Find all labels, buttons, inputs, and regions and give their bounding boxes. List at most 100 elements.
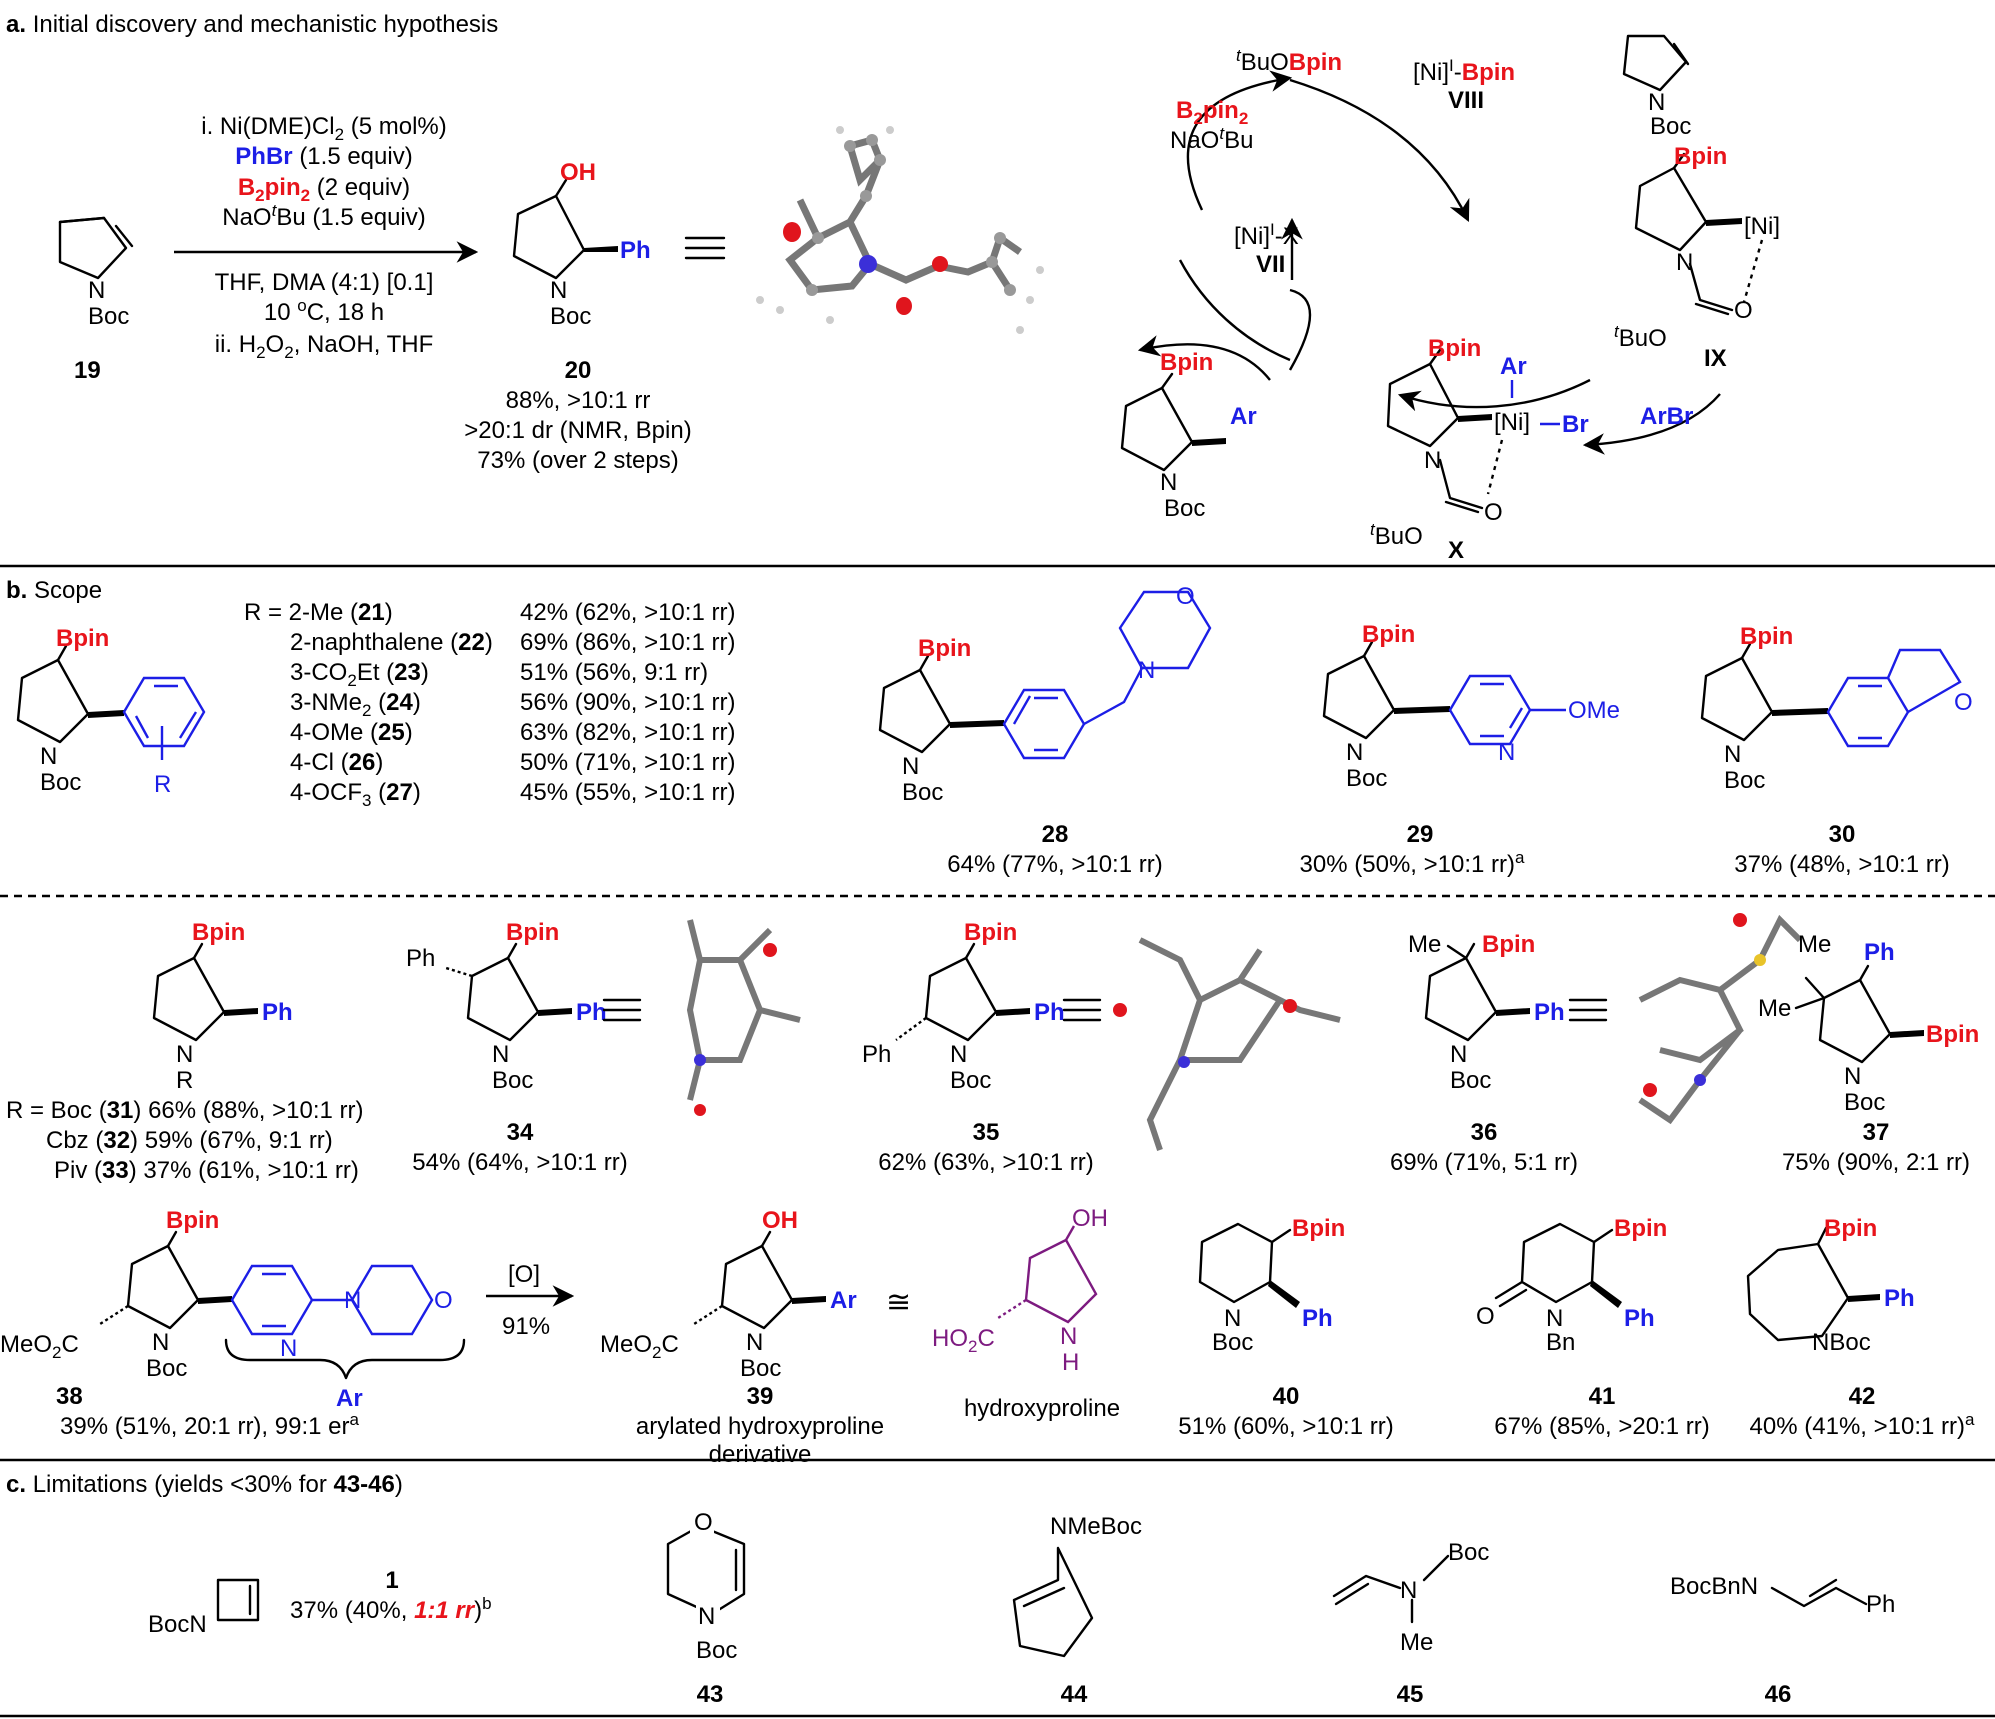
svg-text:67% (85%, >20:1 rr): 67% (85%, >20:1 rr) <box>1494 1413 1709 1440</box>
compound-label-1: 1 <box>385 1567 398 1594</box>
intermediate-label-ix: IX <box>1704 345 1727 372</box>
svg-text:NBoc: NBoc <box>1812 1329 1871 1356</box>
svg-text:Boc: Boc <box>696 1637 737 1664</box>
svg-text:R: R <box>176 1067 193 1094</box>
catalytic-cycle: [Ni]I-Bpin VIII tBuOBpin B2pin2 NaOtBu [… <box>1120 34 1780 564</box>
svg-text:54% (64%, >10:1 rr): 54% (64%, >10:1 rr) <box>412 1149 627 1176</box>
svg-text:Boc: Boc <box>146 1355 187 1382</box>
molecule-44: NMeBoc 44 <box>1012 1513 1142 1708</box>
svg-text:PhBr (1.5 equiv): PhBr (1.5 equiv) <box>235 143 412 170</box>
panel-c: c. Limitations (yields <30% for 43-46) B… <box>6 1471 1895 1708</box>
svg-text:B2pin2: B2pin2 <box>1176 97 1248 128</box>
svg-text:Bpin: Bpin <box>918 635 971 662</box>
panel-c-letter: c. <box>6 1471 26 1498</box>
svg-text:N: N <box>344 1287 361 1314</box>
compound-label-41: 41 <box>1589 1383 1616 1410</box>
svg-text:Ph: Ph <box>576 999 607 1026</box>
panel-a: a. Initial discovery and mechanistic hyp… <box>6 11 1780 564</box>
svg-text:Ph: Ph <box>1034 999 1065 1026</box>
svg-text:N: N <box>1676 249 1693 276</box>
svg-text:Bpin: Bpin <box>1160 349 1213 376</box>
svg-text:64% (77%, >10:1 rr): 64% (77%, >10:1 rr) <box>947 851 1162 878</box>
r-substituent-list: R = 2-Me (21) 42% (62%, >10:1 rr) 2-naph… <box>244 599 735 810</box>
svg-text:Boc: Boc <box>1346 765 1387 792</box>
svg-text:Boc: Boc <box>1724 767 1765 794</box>
atom-n: N <box>88 277 105 304</box>
compound-label-39: 39 <box>747 1383 774 1410</box>
svg-text:63% (82%, >10:1 rr): 63% (82%, >10:1 rr) <box>520 719 735 746</box>
molecule-40: Bpin Ph N Boc 40 51% (60%, >10:1 rr) <box>1178 1215 1393 1440</box>
svg-text:Bpin: Bpin <box>1362 621 1415 648</box>
svg-text:Bn: Bn <box>1546 1329 1575 1356</box>
svg-text:Ph: Ph <box>1884 1285 1915 1312</box>
svg-text:N: N <box>1160 469 1177 496</box>
atom-oh: OH <box>560 159 596 186</box>
svg-text:42% (62%, >10:1 rr): 42% (62%, >10:1 rr) <box>520 599 735 626</box>
compound-label-42: 42 <box>1849 1383 1876 1410</box>
svg-text:Me: Me <box>1798 931 1831 958</box>
svg-text:56% (90%, >10:1 rr): 56% (90%, >10:1 rr) <box>520 689 735 716</box>
svg-text:NMeBoc: NMeBoc <box>1050 1513 1142 1540</box>
compound-label-44: 44 <box>1061 1681 1088 1708</box>
svg-text:[Ni]I-Bpin: [Ni]I-Bpin <box>1413 56 1515 86</box>
equivalent-sign <box>684 236 726 260</box>
svg-text:Boc: Boc <box>1650 113 1691 140</box>
svg-text:R = 2-Me (21): R = 2-Me (21) <box>244 599 393 626</box>
svg-text:N: N <box>1346 739 1363 766</box>
intermediate-x: Bpin Ar [Ni] Br N O tBuO X <box>1370 335 1589 564</box>
svg-text:Ar: Ar <box>1500 353 1527 380</box>
svg-text:Bpin: Bpin <box>1740 623 1793 650</box>
svg-text:N: N <box>1648 89 1665 116</box>
molecule-43: O N Boc 43 <box>666 1508 746 1708</box>
svg-text:B2pin2 (2 equiv): B2pin2 (2 equiv) <box>238 174 410 205</box>
svg-text:Boc: Boc <box>1164 495 1205 522</box>
svg-text:Bpin: Bpin <box>192 919 245 946</box>
svg-text:BocBnN: BocBnN <box>1670 1573 1758 1600</box>
molecule-29: Bpin N Boc N OMe 29 30% (50%, >10:1 rr)a <box>1300 621 1620 878</box>
svg-text:Ar: Ar <box>1230 403 1257 430</box>
svg-text:N: N <box>1546 1305 1563 1332</box>
svg-text:N: N <box>1498 739 1515 766</box>
svg-text:[Ni]I-X: [Ni]I-X <box>1234 220 1299 250</box>
intermediate-label-viii: VIII <box>1448 87 1484 114</box>
svg-text:Bpin: Bpin <box>166 1207 219 1234</box>
compound-label-43: 43 <box>697 1681 724 1708</box>
svg-text:OH: OH <box>1072 1205 1108 1232</box>
svg-text:Bpin: Bpin <box>1614 1215 1667 1242</box>
svg-text:O: O <box>1954 689 1973 716</box>
svg-text:Bpin: Bpin <box>56 625 109 652</box>
svg-text:i. Ni(DME)Cl2 (5 mol%): i. Ni(DME)Cl2 (5 mol%) <box>201 113 446 144</box>
compound-label-35: 35 <box>973 1119 1000 1146</box>
svg-text:73% (over 2 steps): 73% (over 2 steps) <box>477 447 678 474</box>
svg-text:N: N <box>1424 447 1441 474</box>
svg-text:Br: Br <box>1562 411 1589 438</box>
molecule-46: BocBnN Ph 46 <box>1670 1573 1895 1708</box>
panel-b-letter: b. <box>6 577 27 604</box>
svg-text:75% (90%, 2:1 rr): 75% (90%, 2:1 rr) <box>1782 1149 1970 1176</box>
compound-label-46: 46 <box>1765 1681 1792 1708</box>
panel-b: b. Scope Bpin N Boc R R = 2-Me (21) 42% … <box>0 577 1995 1468</box>
svg-text:O: O <box>1176 583 1195 610</box>
svg-text:N: N <box>1224 1305 1241 1332</box>
svg-text:4-Cl (26): 4-Cl (26) <box>290 749 383 776</box>
svg-text:Boc: Boc <box>492 1067 533 1094</box>
molecule-31-33: Bpin Ph N R R = Boc (31) 66% (88%, >10:1… <box>6 919 364 1184</box>
svg-text:N: N <box>1060 1323 1077 1350</box>
svg-text:Bpin: Bpin <box>1674 143 1727 170</box>
molecule-35: Bpin Ph Ph N Boc 35 62% (63%, >10:1 rr) <box>862 919 1341 1176</box>
molecule-1: BocN 1 37% (40%, 1:1 rr)b <box>148 1567 492 1638</box>
compound-label-30: 30 <box>1829 821 1856 848</box>
molecule-36: Me Bpin Ph N Boc 36 69% (71%, 5:1 rr) <box>1390 913 1803 1176</box>
molecule-39: OH Ar MeO2C N Boc 39 arylated hydroxypro… <box>600 1207 884 1468</box>
compound-label-34: 34 <box>507 1119 534 1146</box>
crystal-structure-20 <box>756 126 1044 334</box>
compound-label-37: 37 <box>1863 1119 1890 1146</box>
svg-text:N: N <box>152 1329 169 1356</box>
svg-text:N: N <box>902 753 919 780</box>
approx-sign: ≅ <box>886 1286 911 1319</box>
molecule-42: Bpin Ph NBoc 42 40% (41%, >10:1 rr)a <box>1746 1215 1975 1440</box>
svg-text:Bpin: Bpin <box>964 919 1017 946</box>
svg-text:Bpin: Bpin <box>506 919 559 946</box>
compound-label-28: 28 <box>1042 821 1069 848</box>
